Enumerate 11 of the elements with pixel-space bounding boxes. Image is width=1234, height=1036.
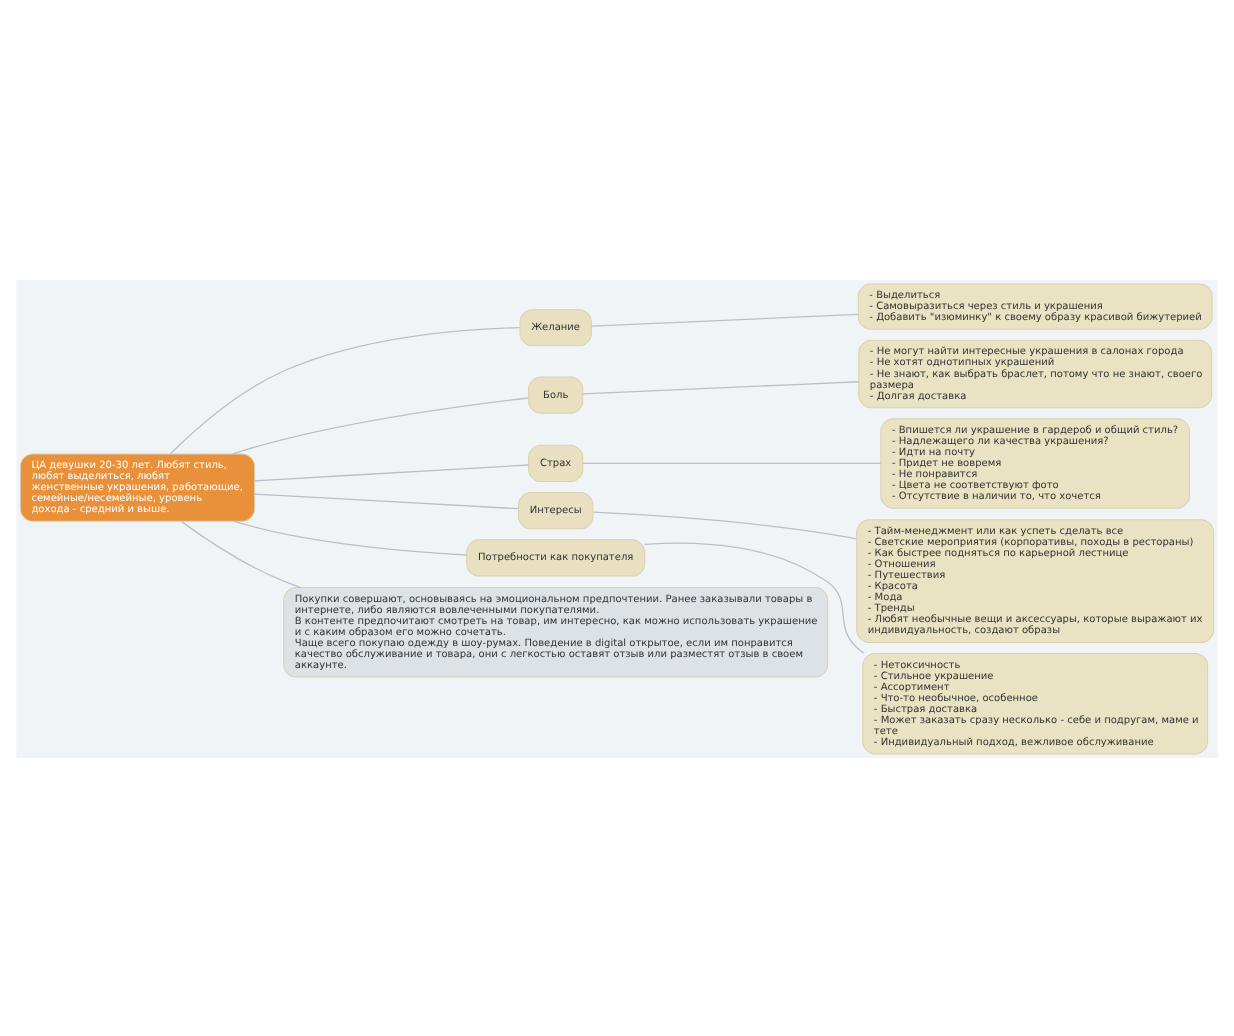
connector [254,463,530,481]
connector [232,396,529,454]
connector [254,492,519,509]
connector [582,461,882,464]
connector [590,312,859,326]
connector [644,541,865,653]
connector [180,519,302,588]
connector [169,326,521,454]
connector [233,519,468,555]
connector [582,380,860,394]
connector [592,510,858,539]
